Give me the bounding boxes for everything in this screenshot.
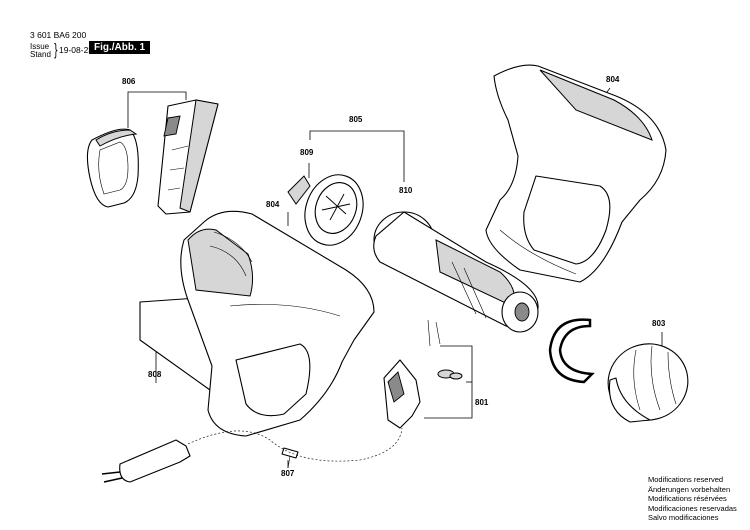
part-number-805: 805 (349, 115, 363, 124)
part-number-807: 807 (281, 469, 295, 478)
stand-label: Stand (30, 50, 51, 59)
issue-label: Issue (30, 42, 50, 51)
document-number: 3 601 BA6 200 (30, 30, 87, 40)
part-number-808: 808 (148, 370, 162, 379)
part-810-heating-element (373, 211, 539, 333)
note-line: Modifications résérvées (648, 494, 727, 503)
power-plug (101, 427, 403, 483)
retaining-ring (548, 318, 595, 384)
modification-notes: Modifications reserved Änderungen vorbeh… (648, 475, 737, 523)
part-804-left-housing (180, 210, 375, 437)
part-809-fan (287, 174, 364, 246)
part-806-circuit-board (157, 99, 219, 215)
part-number-801: 801 (475, 398, 489, 407)
note-line: Modifications reserved (648, 475, 724, 484)
part-801-switch (383, 319, 463, 429)
brace-glyph: } (54, 40, 58, 59)
part-number-806: 806 (122, 77, 136, 86)
part-number-809: 809 (300, 148, 314, 157)
part-804-right-shell (485, 64, 667, 283)
issue-date: 19-08-23 (59, 45, 94, 55)
part-807-screw (281, 447, 299, 469)
note-line: Modificaciones reservadas (648, 503, 737, 513)
part-number-810: 810 (399, 186, 413, 195)
note-line: Änderungen vorbehalten (648, 484, 731, 494)
part-number-804-shell: 804 (606, 75, 620, 84)
part-number-804-housing: 804 (266, 200, 280, 209)
part-803-nozzle-cap (607, 343, 689, 423)
figure-label: Fig./Abb. 1 (89, 41, 151, 54)
note-line: Salvo modificaciones (648, 513, 719, 522)
part-806-cover (86, 128, 139, 208)
part-number-803: 803 (652, 319, 666, 328)
